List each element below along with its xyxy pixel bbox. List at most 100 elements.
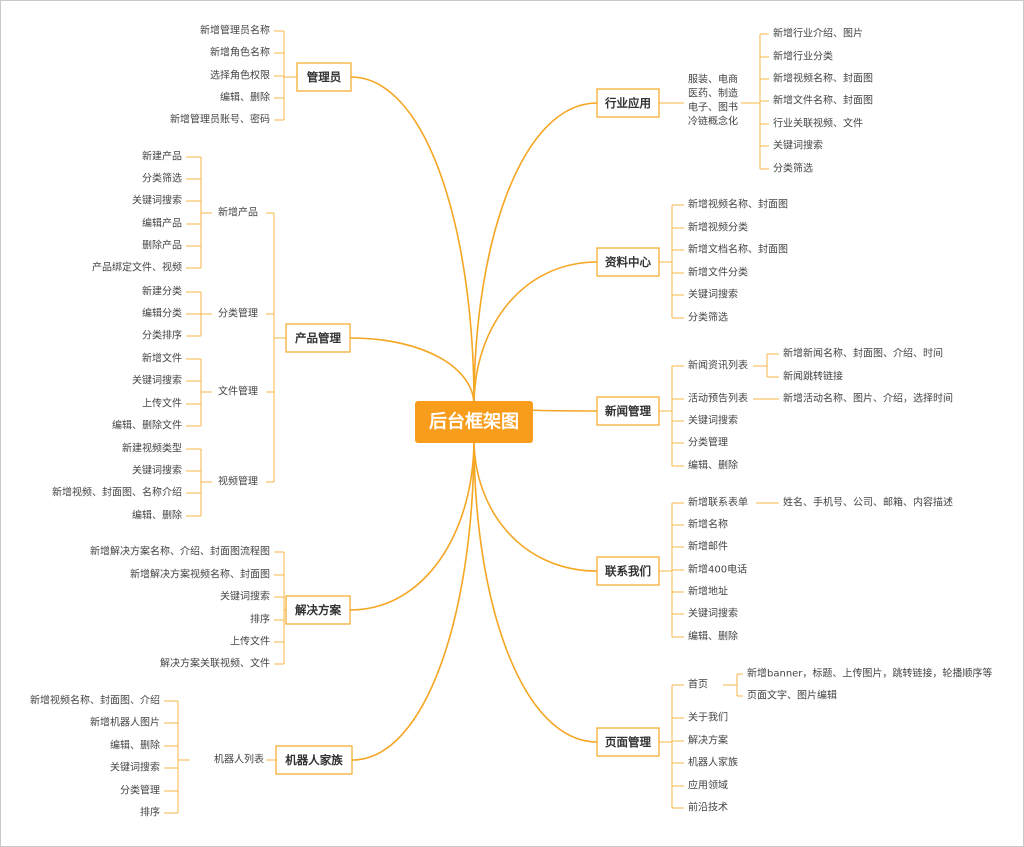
branch-connector [473,438,598,743]
sub-node-label: 新增产品 [218,206,258,219]
leaf-node: 编辑、删除 [220,91,270,104]
leaf-node: 分类排序 [142,329,182,342]
branch-node [275,745,353,775]
leaf-node: 新增视频名称、封面图 [688,198,788,211]
branch-node [296,62,352,92]
leaf-node: 新增视频名称、封面图、介绍 [30,694,160,707]
leaf-node: 关键词搜索 [688,607,738,620]
branch-connector [349,337,475,406]
leaf-node: 关键词搜索 [688,288,738,301]
leaf-node: 关键词搜索 [688,414,738,427]
leaf-node: 新增行业分类 [773,50,833,63]
leaf-node: 排序 [140,806,160,819]
branch-connector [473,438,598,572]
leaf-node: 新增角色名称 [210,46,270,59]
leaf-node: 编辑、删除 [688,630,738,643]
leaf-node: 机器人家族 [688,756,738,769]
leaf-node: 关键词搜索 [220,590,270,603]
leaf-node: 新增名称 [688,518,728,531]
leaf-node: 新增解决方案视频名称、封面图 [130,568,270,581]
leaf-node: 关键词搜索 [132,464,182,477]
connector-layer [164,30,779,814]
leaf-node: 选择角色权限 [210,69,270,82]
leaf-node: 编辑、删除文件 [112,419,182,432]
branch-note-line: 医药、制造 [688,87,738,100]
leaf-node: 新增视频名称、封面图 [773,72,873,85]
sub-node-label: 首页 [688,678,708,691]
branch-node-label: 页面管理 [605,735,651,749]
leaf-node: 排序 [250,613,270,626]
sub-node-label: 分类管理 [218,307,258,320]
leaf-node: 关键词搜索 [132,374,182,387]
branch-node [596,88,660,118]
leaf-node: 应用领域 [688,779,728,792]
branch-connector [351,438,475,761]
branch-node [596,727,660,757]
leaf-node: 编辑、删除 [110,739,160,752]
branch-node-label: 机器人家族 [285,753,343,767]
leaf-node: 上传文件 [230,635,270,648]
leaf-node: 新增机器人图片 [90,716,160,729]
leaf-node: 编辑分类 [142,307,182,320]
branch-node-label: 管理员 [307,70,342,84]
leaf-node: 新增banner，标题、上传图片，跳转链接，轮播顺序等 [747,667,992,680]
leaf-node: 新增地址 [688,585,728,598]
leaf-node: 新建产品 [142,150,182,163]
branch-connector [350,76,475,406]
leaf-node: 分类管理 [688,436,728,449]
leaf-node: 产品绑定文件、视频 [92,261,182,274]
branch-node [596,247,660,277]
leaf-node: 删除产品 [142,239,182,252]
sub-node-label: 机器人列表 [214,753,264,766]
leaf-node: 关于我们 [688,711,728,724]
branch-note-line: 服装、电商 [688,73,738,86]
branch-node-label: 解决方案 [295,603,341,617]
leaf-node: 前沿技术 [688,801,728,814]
branch-node-label: 产品管理 [295,331,341,345]
sub-node-label: 文件管理 [218,385,258,398]
branch-connector [473,102,598,406]
leaf-node: 新增文档名称、封面图 [688,243,788,256]
branch-node-label: 联系我们 [605,564,651,578]
branch-node-label: 资料中心 [605,255,651,269]
leaf-node: 页面文字、图片编辑 [747,689,837,702]
leaf-node: 分类管理 [120,784,160,797]
leaf-node: 新增400电话 [688,563,747,576]
branch-note-line: 冷链概念化 [688,115,738,128]
root-node-label: 后台框架图 [429,411,519,433]
leaf-node: 新建视频类型 [122,442,182,455]
sub-node-label: 视频管理 [218,475,258,488]
leaf-node: 新增管理员名称 [200,24,270,37]
branch-connector [349,438,475,611]
leaf-node: 新增解决方案名称、介绍、封面图流程图 [90,545,270,558]
leaf-node: 分类筛选 [142,172,182,185]
branch-note-line: 电子、图书 [688,101,738,114]
sub-node-label: 新闻资讯列表 [688,359,748,372]
leaf-node: 新增视频分类 [688,221,748,234]
leaf-node: 新增文件分类 [688,266,748,279]
branch-node [285,323,351,353]
sub-node-label: 活动预告列表 [688,392,748,405]
leaf-node: 编辑产品 [142,217,182,230]
branch-node-label: 行业应用 [604,96,651,110]
leaf-node: 解决方案关联视频、文件 [160,657,270,670]
leaf-node: 新增邮件 [688,540,728,553]
leaf-node: 上传文件 [142,397,182,410]
branch-node-label: 新闻管理 [605,404,651,418]
leaf-node: 新增文件名称、封面图 [773,94,873,107]
sub-node-label: 新增联系表单 [688,496,748,509]
branch-node [596,556,660,586]
leaf-node: 编辑、删除 [132,509,182,522]
leaf-node: 分类筛选 [688,311,728,324]
leaf-node: 新增新闻名称、封面图、介绍、时间 [783,347,943,360]
leaf-node: 编辑、删除 [688,459,738,472]
node-layer: 后台框架图管理员新增管理员名称新增角色名称选择角色权限编辑、删除新增管理员账号、… [30,24,992,819]
leaf-node: 新建分类 [142,285,182,298]
leaf-node: 关键词搜索 [110,761,160,774]
leaf-node: 解决方案 [688,734,728,747]
branch-node [285,595,351,625]
branch-node [596,396,660,426]
leaf-node: 新闻跳转链接 [783,370,843,383]
leaf-node: 新增活动名称、图片、介绍，选择时间 [783,392,953,405]
